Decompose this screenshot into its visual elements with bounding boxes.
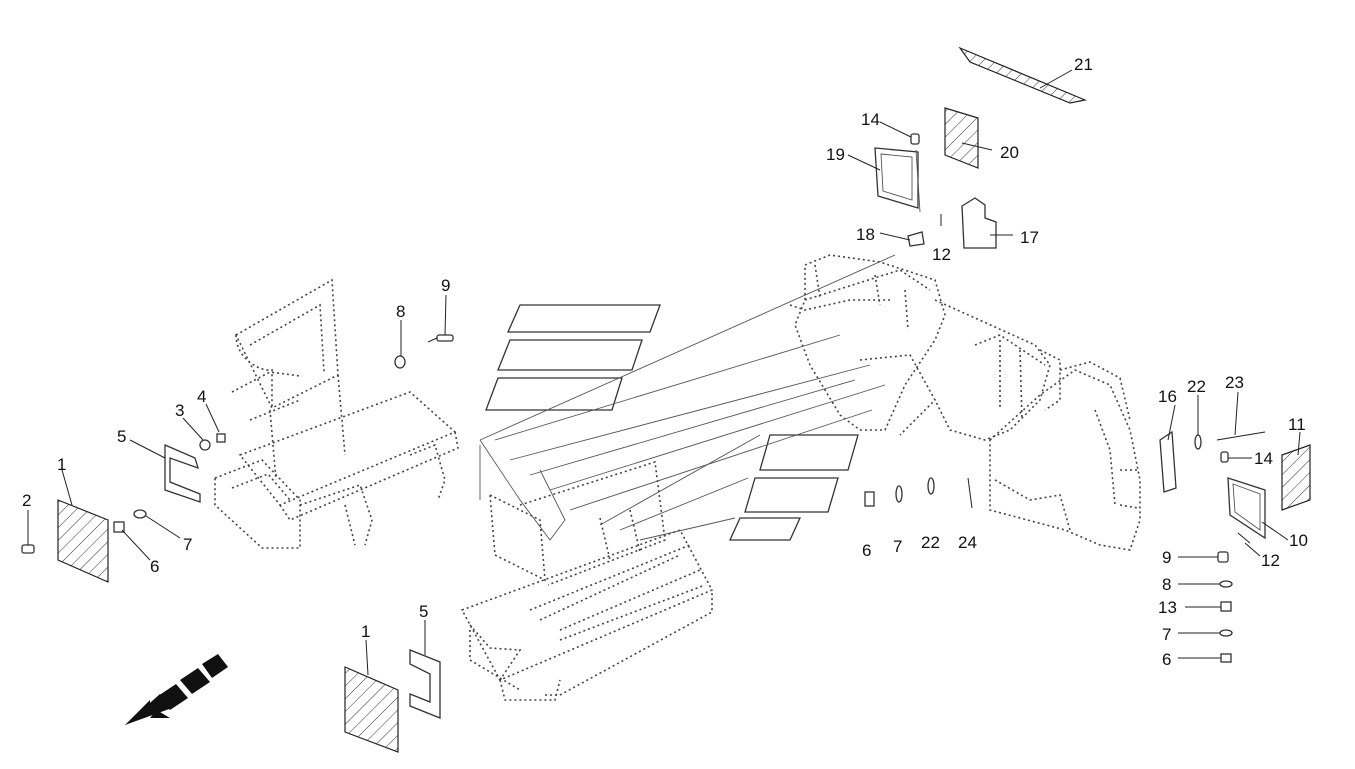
part-1-panel-left xyxy=(57,499,109,583)
callout-20: 20 xyxy=(1000,143,1019,162)
callout-16: 16 xyxy=(1158,387,1177,406)
part-16-bracket xyxy=(1159,430,1177,493)
part-7-washer-left xyxy=(133,509,147,519)
part-10-frame xyxy=(1227,477,1266,540)
part-19-frame xyxy=(874,147,919,209)
cab-assembly xyxy=(789,254,1141,551)
center-platform-assembly xyxy=(460,460,714,701)
part-6-mid xyxy=(864,491,875,507)
part-21-strip xyxy=(958,46,1088,104)
part-2-bolt xyxy=(21,544,35,554)
part-14-pin-top xyxy=(910,133,920,145)
part-3-washer xyxy=(199,439,211,451)
part-1-panel-bottom xyxy=(344,666,399,753)
callout-5-left: 5 xyxy=(117,427,126,446)
callout-4: 4 xyxy=(197,387,206,406)
part-6-nut-right xyxy=(1220,653,1232,663)
part-23-bolt xyxy=(1216,431,1266,441)
part-7-washer-right xyxy=(1219,629,1233,637)
callout-19: 19 xyxy=(826,145,845,164)
left-frame-assembly xyxy=(214,278,459,549)
callout-12-right: 12 xyxy=(1261,551,1280,570)
callout-22-mid: 22 xyxy=(921,533,940,552)
callout-10: 10 xyxy=(1289,531,1308,550)
callout-labels: 21 14 19 20 18 12 17 9 8 3 4 5 1 2 6 7 6… xyxy=(22,55,1308,669)
callout-23: 23 xyxy=(1225,373,1244,392)
part-22-mid xyxy=(927,477,935,495)
callout-8-left: 8 xyxy=(396,302,405,321)
callout-9-right: 9 xyxy=(1162,548,1171,567)
part-8-washer-left xyxy=(394,355,406,369)
callout-1-left: 1 xyxy=(57,455,66,474)
callout-7-left: 7 xyxy=(183,535,192,554)
part-5-bracket-upper xyxy=(164,444,201,503)
callout-18: 18 xyxy=(856,225,875,244)
part-11-panel xyxy=(1281,444,1311,511)
callout-5-bottom: 5 xyxy=(419,602,428,621)
part-9-bolt-right xyxy=(1217,551,1229,563)
callout-24: 24 xyxy=(958,533,977,552)
callout-14-top: 14 xyxy=(861,110,880,129)
callout-2: 2 xyxy=(22,491,31,510)
direction-arrow xyxy=(125,654,228,725)
callout-21: 21 xyxy=(1074,55,1093,74)
part-7-mid xyxy=(895,485,903,503)
callout-22-right: 22 xyxy=(1187,377,1206,396)
callout-6-left: 6 xyxy=(150,557,159,576)
panel-segments xyxy=(479,254,896,541)
callout-12-top: 12 xyxy=(932,245,951,264)
callout-13: 13 xyxy=(1158,598,1177,617)
part-5-bracket-bottom xyxy=(409,649,441,719)
callout-6-right: 6 xyxy=(1162,650,1171,669)
part-22-washer-right xyxy=(1194,434,1202,450)
part-9-bolt-left xyxy=(427,334,454,343)
part-14-pin-right xyxy=(1220,451,1229,463)
callout-9-left: 9 xyxy=(441,276,450,295)
part-18-bracket xyxy=(907,231,925,247)
callout-8-right: 8 xyxy=(1162,575,1171,594)
callout-7-right: 7 xyxy=(1162,625,1171,644)
part-4-nut xyxy=(216,433,226,443)
callout-11: 11 xyxy=(1288,415,1306,434)
part-17-bracket xyxy=(961,197,997,249)
loose-parts xyxy=(21,46,1311,753)
callout-1-bottom: 1 xyxy=(361,622,370,641)
part-24-pin xyxy=(967,477,973,509)
callout-14-right: 14 xyxy=(1254,449,1273,468)
leader-lines xyxy=(27,69,1301,676)
callout-3: 3 xyxy=(175,401,184,420)
part-13-nut xyxy=(1220,601,1232,612)
callout-17: 17 xyxy=(1020,228,1039,247)
callout-7-mid: 7 xyxy=(893,537,902,556)
callout-6-mid: 6 xyxy=(862,541,871,560)
part-20-panel xyxy=(944,107,979,169)
part-6-nut-left xyxy=(113,521,125,533)
part-8-washer-right xyxy=(1219,580,1233,588)
